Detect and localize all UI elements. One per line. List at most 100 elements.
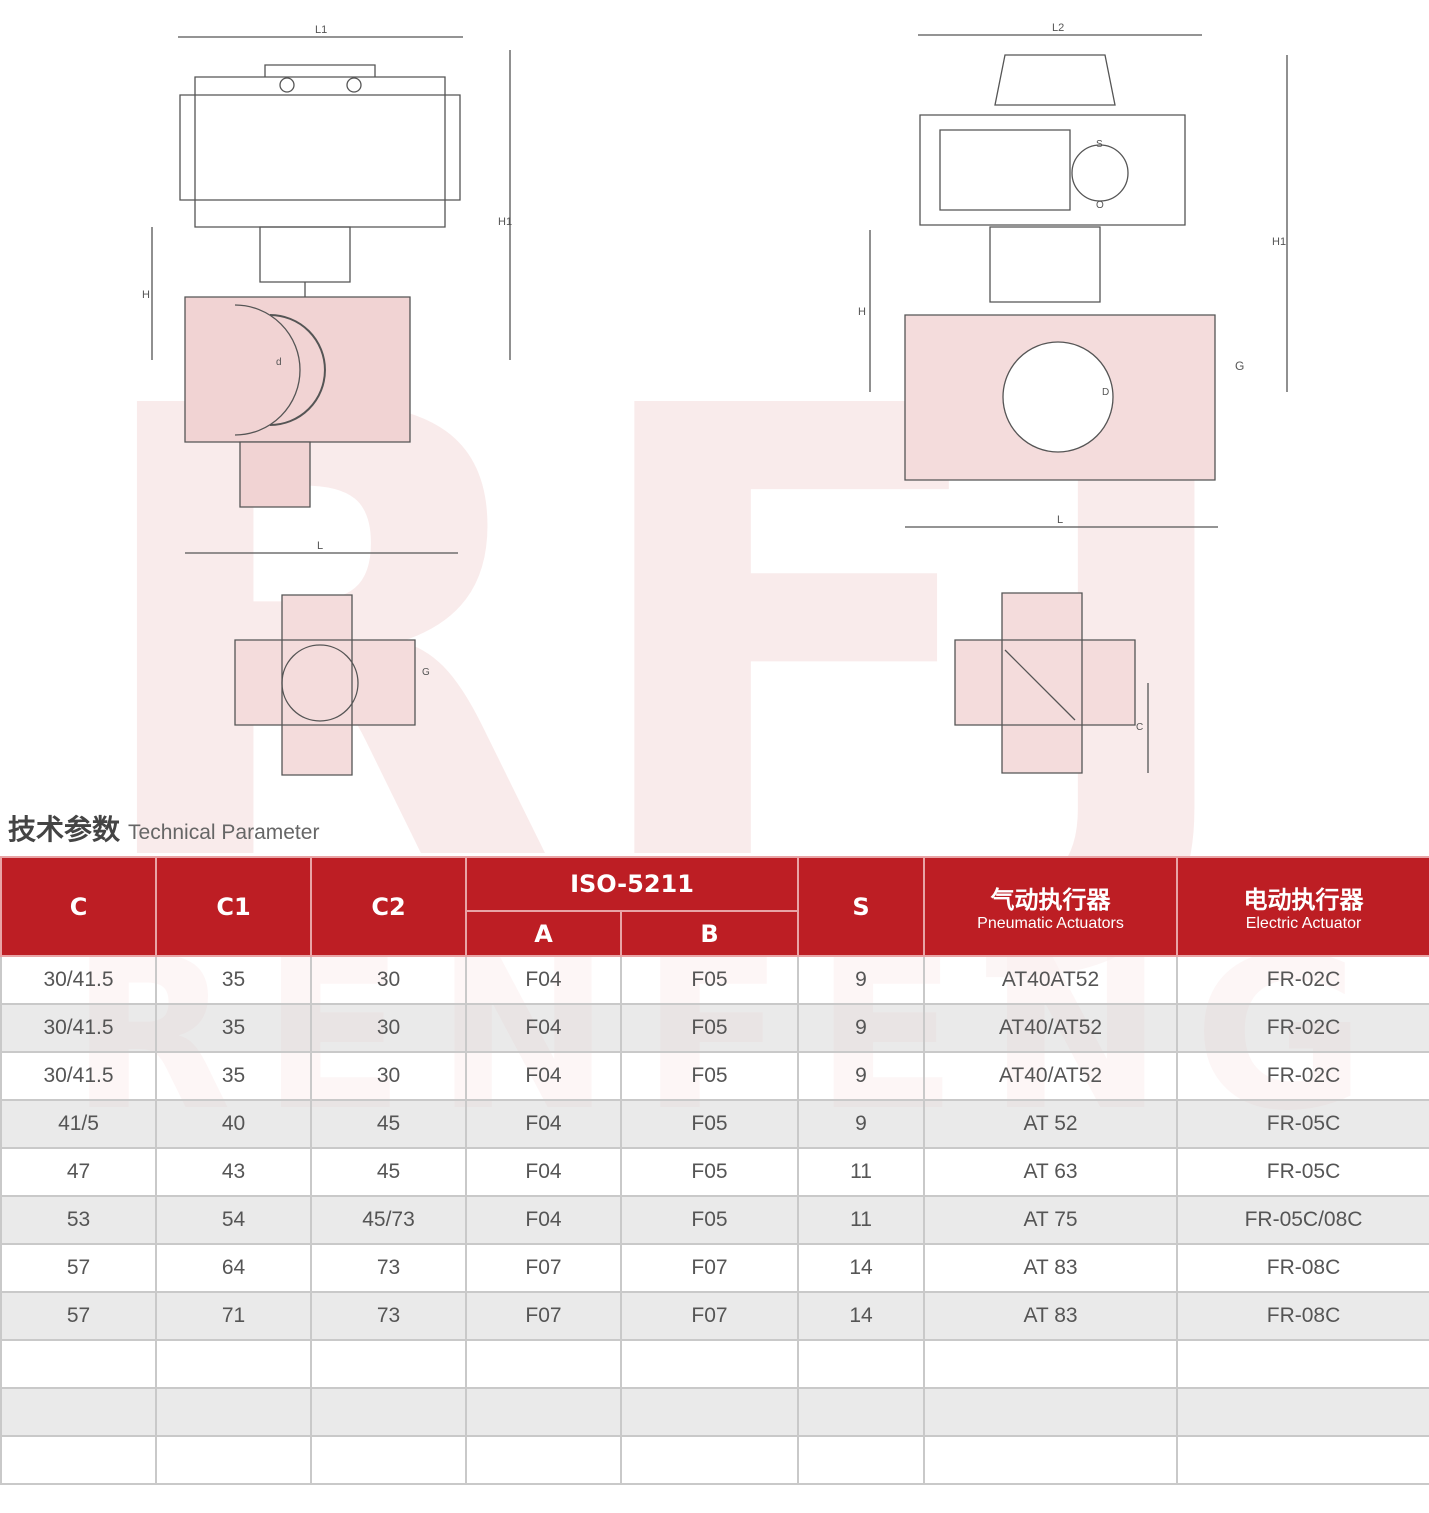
cell-c: 47 (0, 1147, 157, 1197)
cell-s: 14 (797, 1291, 926, 1341)
cell-b (619, 1387, 800, 1437)
cell-c2: 45/73 (310, 1195, 467, 1245)
cell-a: F04 (465, 955, 622, 1005)
header-b: B (619, 910, 800, 957)
cell-s: 9 (797, 955, 926, 1005)
cell-b: F05 (619, 1099, 800, 1149)
cell-electric: FR-08C (1176, 1291, 1429, 1341)
cell-c: 53 (0, 1195, 157, 1245)
cell-c: 57 (0, 1243, 157, 1293)
cell-b: F07 (619, 1243, 800, 1293)
cell-b: F05 (619, 1147, 800, 1197)
cell-c2 (310, 1387, 467, 1437)
cell-c2: 45 (310, 1099, 467, 1149)
cell-electric: FR-05C (1176, 1147, 1429, 1197)
cell-s: 11 (797, 1195, 926, 1245)
cell-a: F04 (465, 1195, 622, 1245)
cell-c1: 35 (155, 1003, 312, 1053)
pneumatic-valve-drawing: L1 H1 H L d G (142, 24, 512, 776)
cell-b: F05 (619, 1003, 800, 1053)
dim-label: H (858, 306, 866, 318)
cell-c1: 54 (155, 1195, 312, 1245)
cell-c: 30/41.5 (0, 1003, 157, 1053)
cell-c2: 30 (310, 955, 467, 1005)
cell-c2: 30 (310, 1051, 467, 1101)
cell-s: 9 (797, 1051, 926, 1101)
dim-label: C (1136, 722, 1143, 733)
dim-label: L1 (315, 24, 327, 36)
cell-pneumatic (923, 1387, 1179, 1437)
header-a: A (465, 910, 622, 957)
cell-s: 9 (797, 1099, 926, 1149)
cell-pneumatic: AT 83 (923, 1291, 1179, 1341)
cell-c (0, 1339, 157, 1389)
cell-c: 30/41.5 (0, 1051, 157, 1101)
header-c1: C1 (155, 856, 312, 957)
cell-pneumatic: AT 75 (923, 1195, 1179, 1245)
cell-c: 57 (0, 1291, 157, 1341)
dim-label: L (1057, 514, 1063, 526)
dim-label: L (317, 540, 323, 552)
cell-c: 41/5 (0, 1099, 157, 1149)
header-iso: ISO-5211 (464, 856, 800, 912)
cell-c2 (310, 1339, 467, 1389)
cell-b (619, 1339, 800, 1389)
cell-c1 (155, 1435, 312, 1485)
cell-a (465, 1339, 622, 1389)
cell-a (465, 1435, 622, 1485)
cell-c1 (155, 1339, 312, 1389)
header-s: S (797, 856, 926, 957)
cell-a: F07 (465, 1291, 622, 1341)
cell-pneumatic: AT 52 (923, 1099, 1179, 1149)
cell-s: 14 (797, 1243, 926, 1293)
cell-c1 (155, 1387, 312, 1437)
cell-c1: 40 (155, 1099, 312, 1149)
table-row (0, 1387, 1429, 1437)
cell-a: F07 (465, 1243, 622, 1293)
indicator-o: O (1096, 200, 1104, 211)
dim-label: H1 (1272, 236, 1286, 248)
dim-label: G (422, 667, 430, 678)
cell-pneumatic (923, 1435, 1179, 1485)
cell-b: F07 (619, 1291, 800, 1341)
cell-c2: 73 (310, 1243, 467, 1293)
cell-a: F04 (465, 1099, 622, 1149)
cell-electric (1176, 1339, 1429, 1389)
cell-s (797, 1339, 926, 1389)
cell-c2: 45 (310, 1147, 467, 1197)
cell-pneumatic: AT40/AT52 (923, 1003, 1179, 1053)
dim-label: D (1102, 387, 1109, 398)
indicator-s: S (1096, 139, 1103, 150)
cell-c1: 43 (155, 1147, 312, 1197)
dim-label: G (1235, 359, 1244, 373)
cell-c (0, 1435, 157, 1485)
table-row (0, 1435, 1429, 1485)
cell-a: F04 (465, 1147, 622, 1197)
cell-c1: 35 (155, 955, 312, 1005)
cell-s (797, 1387, 926, 1437)
electric-valve-drawing: L2 S O H1 H G L D C (858, 22, 1288, 774)
cell-c2: 30 (310, 1003, 467, 1053)
cell-pneumatic: AT 63 (923, 1147, 1179, 1197)
cell-electric: FR-08C (1176, 1243, 1429, 1293)
dim-label: L2 (1052, 22, 1064, 34)
cell-b: F05 (619, 955, 800, 1005)
cell-c: 30/41.5 (0, 955, 157, 1005)
header-c: C (0, 856, 157, 957)
cell-pneumatic: AT 83 (923, 1243, 1179, 1293)
cell-b: F05 (619, 1195, 800, 1245)
cell-s: 11 (797, 1147, 926, 1197)
cell-electric (1176, 1387, 1429, 1437)
cell-electric (1176, 1435, 1429, 1485)
header-electric-en: Electric Actuator (1245, 915, 1362, 932)
